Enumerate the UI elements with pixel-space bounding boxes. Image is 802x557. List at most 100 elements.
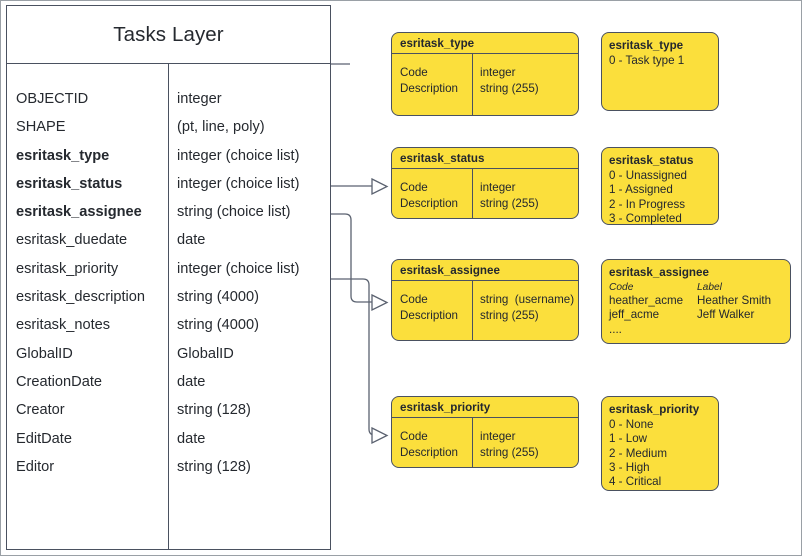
list-item: 2 - Medium <box>609 446 667 460</box>
domain-values-title: esritask_status <box>609 154 694 167</box>
domain-table-title: esritask_assignee <box>392 260 578 281</box>
table-row: Description <box>400 81 458 95</box>
table-row: Creator <box>16 402 65 419</box>
list-item-label: Jeff Walker <box>697 308 755 322</box>
list-item: 0 - Unassigned <box>609 169 687 183</box>
table-row: Editor <box>16 458 55 475</box>
table-row: esritask_priority <box>16 260 119 277</box>
table-row: Code <box>400 430 428 443</box>
table-row: esritask_assignee <box>16 204 142 221</box>
list-item-code: jeff_acme <box>609 308 660 322</box>
domain-field-types: integer string (255) <box>472 54 578 115</box>
table-row: Code <box>400 293 428 306</box>
table-row: CreationDate <box>16 373 102 390</box>
list-item: 3 - High <box>609 460 650 474</box>
table-cell-type: integer <box>480 181 516 194</box>
domain-table-assignee: esritask_assignee Code Description strin… <box>391 259 579 341</box>
domain-table-title: esritask_status <box>392 148 578 169</box>
table-row: esritask_status <box>16 175 123 192</box>
table-cell-type: integer <box>177 91 222 107</box>
list-header-label: Label <box>697 282 722 294</box>
table-cell-type: string (255) <box>480 445 539 459</box>
table-row: SHAPE <box>16 119 66 136</box>
column-divider <box>472 281 474 340</box>
table-row: OBJECTID <box>16 91 89 107</box>
domain-values-status: esritask_status 0 - Unassigned 1 - Assig… <box>601 147 719 225</box>
arrowhead-priority <box>371 426 389 445</box>
table-cell-type: string (128) <box>177 402 251 419</box>
table-cell-type: date <box>177 373 206 390</box>
table-row: esritask_duedate <box>16 232 128 249</box>
column-divider <box>472 418 474 467</box>
domain-values-title: esritask_assignee <box>609 266 709 279</box>
list-item-code: .... <box>609 322 622 336</box>
page-title: Tasks Layer <box>7 6 330 64</box>
connector-priority <box>331 278 386 436</box>
list-item: jeff_acme Jeff Walker <box>609 308 790 322</box>
table-row: esritask_type <box>16 147 110 164</box>
domain-table-body: Code Description integer string (255) <box>392 54 578 115</box>
list-header: Code Label <box>609 281 790 294</box>
table-cell-type: string (128) <box>177 458 251 475</box>
domain-field-types: string (username) string (255) <box>472 281 578 340</box>
table-row: esritask_notes <box>16 317 111 334</box>
list-item: 3 - Completed <box>609 211 682 225</box>
table-row: EditDate <box>16 430 72 447</box>
arrowhead-status <box>371 177 389 196</box>
domain-values-priority: esritask_priority 0 - None 1 - Low 2 - M… <box>601 396 719 491</box>
list-item: heather_acme Heather Smith <box>609 294 790 308</box>
table-cell-type: integer <box>480 66 516 79</box>
arrowhead-assignee <box>371 293 389 312</box>
domain-field-names: Code Description <box>392 281 472 340</box>
table-row: esritask_description <box>16 289 145 306</box>
table-cell-type: integer (choice list) <box>177 175 300 192</box>
field-list: OBJECTID SHAPE esritask_type esritask_st… <box>7 64 330 549</box>
table-cell-type: string (255) <box>480 308 539 322</box>
list-item: 1 - Low <box>609 432 648 446</box>
column-divider <box>168 64 170 549</box>
table-cell-type: string (username) <box>480 293 575 306</box>
list-item: 2 - In Progress <box>609 197 686 211</box>
domain-table-type: esritask_type Code Description integer s… <box>391 32 579 116</box>
domain-field-types: integer string (255) <box>472 418 578 467</box>
domain-table-body: Code Description integer string (255) <box>392 418 578 467</box>
domain-values-title: esritask_priority <box>609 403 700 416</box>
field-name-column: OBJECTID SHAPE esritask_type esritask_st… <box>7 64 168 549</box>
table-cell-type: integer (choice list) <box>177 147 300 164</box>
list-header-code: Code <box>609 282 634 294</box>
table-cell-type: integer (choice list) <box>177 260 300 277</box>
domain-field-names: Code Description <box>392 418 472 467</box>
table-cell-type: GlobalID <box>177 345 234 362</box>
domain-table-title: esritask_priority <box>392 397 578 418</box>
table-row: Code <box>400 181 428 194</box>
domain-table-status: esritask_status Code Description integer… <box>391 147 579 219</box>
table-cell-type: string (choice list) <box>177 204 291 221</box>
table-cell-type: string (4000) <box>177 289 259 306</box>
domain-values-type: esritask_type 0 - Task type 1 <box>601 32 719 111</box>
list-item: 1 - Assigned <box>609 183 673 197</box>
domain-values-assignee: esritask_assignee Code Label heather_acm… <box>601 259 791 344</box>
domain-field-types: integer string (255) <box>472 169 578 218</box>
table-row: Description <box>400 308 458 322</box>
domain-field-names: Code Description <box>392 169 472 218</box>
list-item-label: Heather Smith <box>697 294 772 308</box>
domain-table-body: Code Description string (username) strin… <box>392 281 578 340</box>
list-item: .... <box>609 323 790 337</box>
table-row: Description <box>400 445 458 459</box>
column-divider <box>472 54 474 115</box>
connector-assignee <box>331 213 386 303</box>
table-cell-type: (pt, line, poly) <box>177 119 265 136</box>
table-row: Description <box>400 196 458 210</box>
domain-table-priority: esritask_priority Code Description integ… <box>391 396 579 468</box>
tasks-layer-table: Tasks Layer OBJECTID SHAPE esritask_type… <box>6 5 331 550</box>
table-cell-type: integer <box>480 430 516 443</box>
table-cell-type: string (255) <box>480 196 539 210</box>
list-item: 4 - Critical <box>609 475 662 489</box>
domain-field-names: Code Description <box>392 54 472 115</box>
list-item-code: heather_acme <box>609 294 684 308</box>
table-cell-type: string (255) <box>480 81 539 95</box>
table-row: Code <box>400 66 428 79</box>
list-item: 0 - Task type 1 <box>609 54 685 68</box>
list-item: 0 - None <box>609 418 654 432</box>
